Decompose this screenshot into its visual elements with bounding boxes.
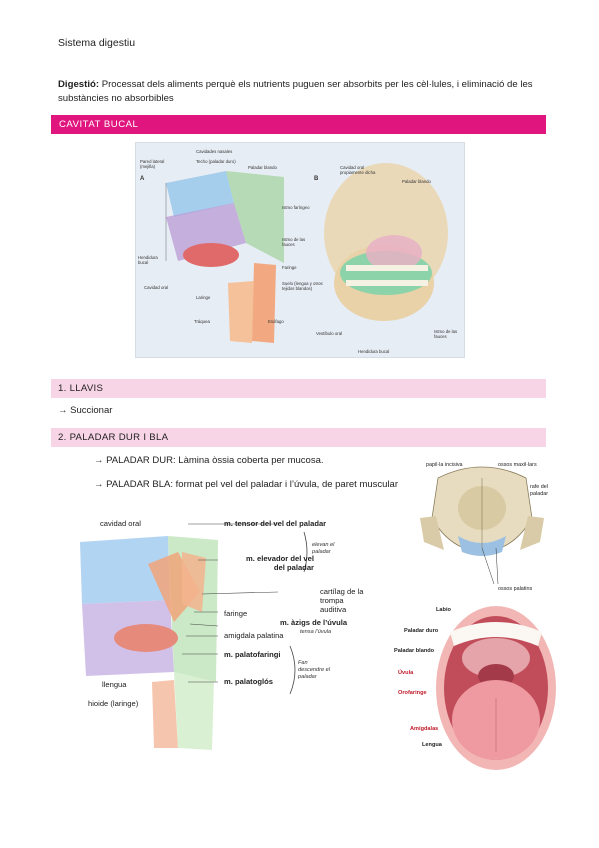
label-paladar-blando-a: Paladar blando (248, 165, 277, 170)
label-istmo-faringeo: Istmo faríngeo (282, 205, 310, 210)
paladar-dur-item: → PALADAR DUR: Làmina òssia coberta per … (94, 455, 324, 466)
label-cavidades-nasales: Cavidades nasales (196, 149, 233, 154)
label-tensor: m. tensor del vel del paladar (224, 519, 327, 528)
llavis-text: Succionar (70, 405, 113, 416)
label-orofaringe: Orofaringe (398, 690, 427, 696)
label-hendidura-bucal-b: Hendidura bucal (358, 349, 390, 354)
label-azigs: m. àzigs de l’úvula (280, 618, 348, 627)
label-palatoglos: m. palatoglós (224, 677, 273, 686)
label-llengua: llengua (102, 680, 127, 689)
label-tensa: tensa l’úvula (300, 629, 332, 635)
mouth-illustration (436, 606, 556, 770)
figure-muscles-paladar: cavidad oral m. tensor del vel del palad… (78, 512, 378, 754)
label-palatofaringi: m. palatofaringi (224, 650, 281, 659)
figure-cavitat-bucal: A B Cavidades nasales Pared lateral (mej… (135, 142, 465, 358)
section-bar-llavis: 1. LLAVIS (51, 379, 546, 398)
label-elevador: m. elevador del vel del paladar (246, 554, 314, 572)
label-paladar-blando-b: Paladar blando (402, 179, 431, 184)
llavis-bullet: → Succionar (58, 405, 112, 416)
section-bar-paladar: 2. PALADAR DUR I BLA (51, 428, 546, 447)
paladar-bla-item: → PALADAR BLA: format pel vel del palada… (94, 479, 404, 490)
intro-paragraph: Digestió: Processat dels aliments perquè… (58, 78, 548, 106)
label-amigdala: amigdala palatina (224, 631, 284, 640)
intro-term: Digestió: (58, 79, 100, 90)
panel-a-letter: A (140, 176, 145, 182)
section-bar-cavitat: CAVITAT BUCAL (51, 115, 546, 134)
label-istmo-fauces-a: Istmo de las fauces (282, 237, 306, 247)
label-faringe-a: Faringe (282, 265, 297, 270)
muscles-illustration (80, 523, 308, 750)
paladar-dur-text: Làmina òssia coberta per mucosa. (175, 455, 324, 466)
label-suelo: Suelo (lengua y otros tejidos blandos) (282, 281, 323, 291)
label-techo: Techo (paladar duro) (196, 159, 236, 164)
label-ossos-maxil: ossos maxil·lars (498, 462, 537, 468)
label-istmo-fauces-b: Istmo de las fauces (434, 329, 458, 339)
paladar-bla-text: format pel vel del paladar i l’úvula, de… (173, 479, 398, 490)
intro-text: Processat dels aliments perquè els nutri… (58, 79, 533, 104)
paladar-bla-arrow: → (94, 479, 104, 490)
label-pared-lateral: Pared lateral (mejilla) (140, 159, 165, 169)
label-hendidura-bucal-a: Hendidura bucal (138, 255, 158, 265)
label-laringe: Laringe (196, 295, 211, 300)
label-labio: Labio (436, 607, 451, 613)
label-cavidad-oral-a: Cavidad oral (144, 285, 169, 290)
label-traquea: Tráquea (194, 319, 210, 324)
paladar-dur-term: PALADAR DUR: (106, 455, 176, 466)
figure-bony-palate: papil·la incisiva ossos maxil·lars rafe … (414, 458, 550, 598)
paladar-bla-term: PALADAR BLA: (106, 479, 174, 490)
label-fan-descendre: Fan descendre el paladar (298, 660, 331, 680)
label-papil: papil·la incisiva (426, 462, 463, 468)
label-faringe-m: faringe (224, 609, 248, 618)
label-cavidad-oral-m: cavidad oral (100, 519, 141, 528)
llavis-arrow: → (58, 405, 68, 416)
label-elevan: elevan el paladar (312, 542, 335, 555)
label-uvula: Úvula (398, 670, 414, 676)
section-title-llavis: 1. LLAVIS (58, 383, 104, 394)
figure-open-mouth: Labio Paladar duro Paladar blando Úvula … (392, 602, 560, 778)
label-lengua: Lengua (422, 742, 442, 748)
panel-b-letter: B (314, 176, 319, 182)
label-paladar-blando-m: Paladar blando (394, 648, 435, 654)
label-rafe: rafe del paladar (530, 484, 548, 497)
label-esofago: Esófago (268, 319, 284, 324)
bony-palate-illustration (420, 466, 544, 585)
document-header: Sistema digestiu (58, 37, 136, 49)
label-hioide: hioide (laringe) (88, 699, 139, 708)
label-ossos-palatins: ossos palatins (498, 586, 533, 592)
paladar-dur-arrow: → (94, 455, 104, 466)
label-vestibulo-oral: Vestíbulo oral (316, 331, 343, 336)
label-amigdalas: Amígdalas (410, 726, 439, 732)
section-title-cavitat: CAVITAT BUCAL (59, 119, 139, 130)
label-cavidad-oral-propia: Cavidad oral propiamente dicha (340, 165, 376, 175)
cavitat-illustration (165, 163, 448, 343)
section-title-paladar: 2. PALADAR DUR I BLA (58, 432, 169, 443)
label-paladar-duro: Paladar duro (404, 628, 439, 634)
label-cartilag: cartílag de la trompa auditiva (320, 587, 364, 614)
